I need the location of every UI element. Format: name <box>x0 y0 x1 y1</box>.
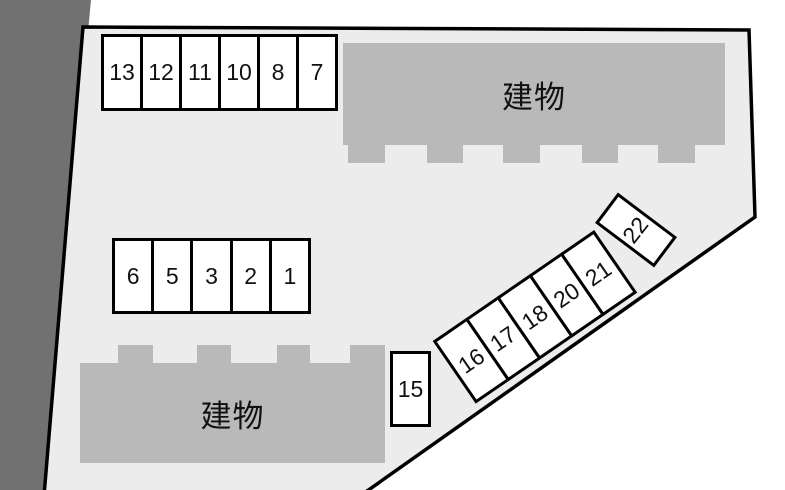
building-north: 建物 <box>343 43 725 145</box>
building-tooth <box>348 145 385 163</box>
parking-space-7: 7 <box>296 34 338 111</box>
building-south-label: 建物 <box>200 398 265 434</box>
parking-space-22-number: 22 <box>617 211 654 248</box>
building-tooth <box>197 345 231 363</box>
parking-space-11: 11 <box>179 34 221 111</box>
building-tooth <box>427 145 463 163</box>
parking-space-12: 12 <box>140 34 182 111</box>
parking-space-5: 5 <box>151 238 194 314</box>
parking-space-3: 3 <box>190 238 233 314</box>
parking-space-6: 6 <box>112 238 155 314</box>
building-north-label: 建物 <box>502 79 566 115</box>
building-tooth <box>503 145 540 163</box>
parking-space-2: 2 <box>229 238 272 314</box>
building-tooth <box>658 145 695 163</box>
parking-space-1: 1 <box>268 238 311 314</box>
parking-space-10: 10 <box>218 34 260 111</box>
offsite-strip <box>0 0 91 490</box>
parking-space-8: 8 <box>257 34 299 111</box>
building-south: 建物 <box>80 363 385 463</box>
parking-row-top: 13 12 11 10 8 7 <box>101 34 338 111</box>
parking-row-middle: 6 5 3 2 1 <box>112 238 311 314</box>
building-tooth <box>350 345 385 363</box>
parking-space-13: 13 <box>101 34 143 111</box>
building-tooth <box>582 145 618 163</box>
parking-space-15: 15 <box>390 351 431 427</box>
building-tooth <box>118 345 153 363</box>
building-tooth <box>277 345 310 363</box>
